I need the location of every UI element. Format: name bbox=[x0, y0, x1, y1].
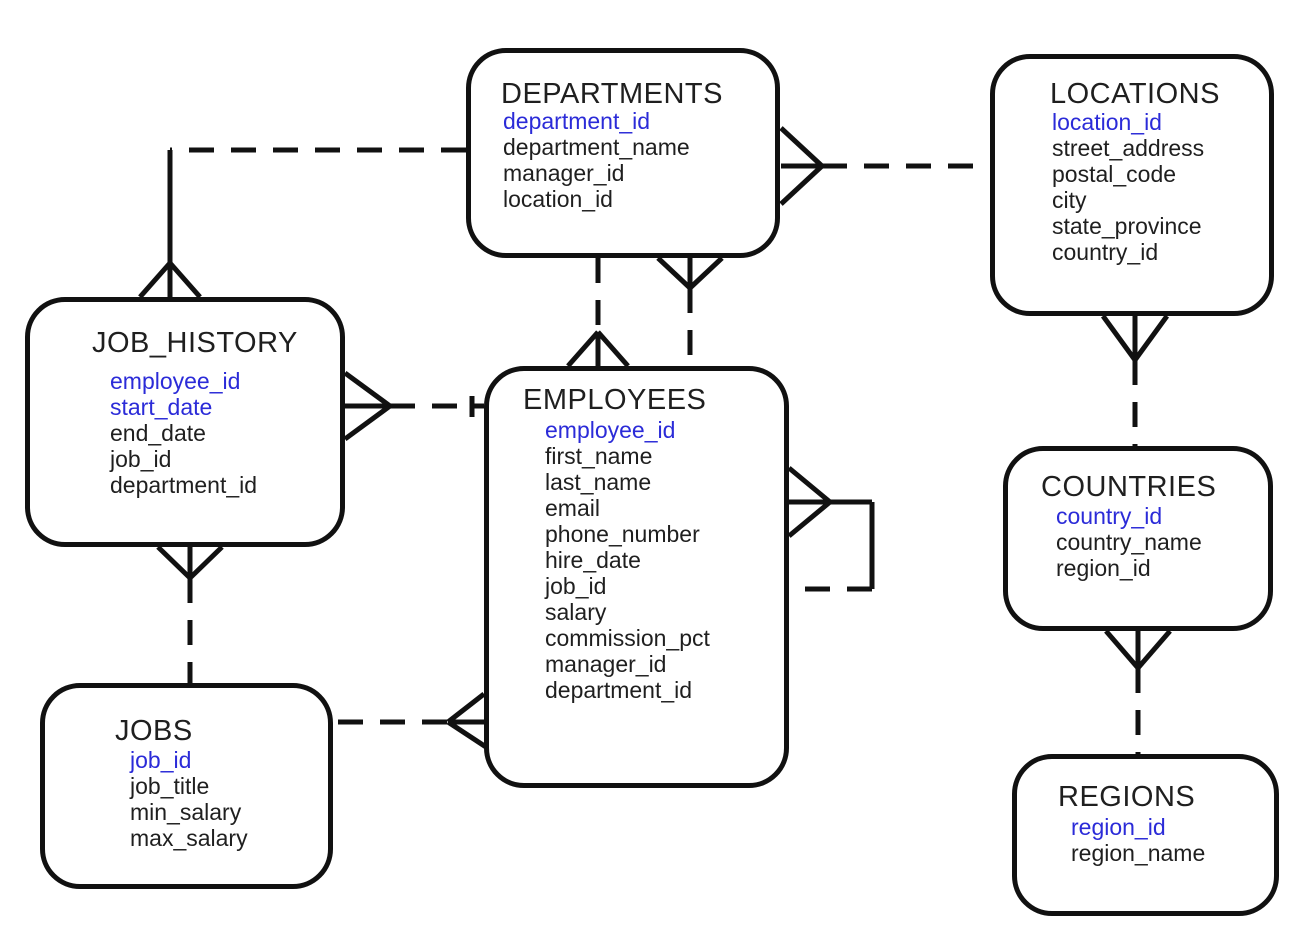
column-locations-city: city bbox=[1052, 187, 1087, 213]
column-departments-department_id: department_id bbox=[503, 108, 651, 134]
crows-foot-employees-end bbox=[566, 330, 630, 368]
column-job_history-job_id: job_id bbox=[110, 446, 172, 472]
crows-foot-job_history-end bbox=[138, 261, 202, 299]
column-job_history-end_date: end_date bbox=[110, 420, 206, 446]
column-departments-department_name: department_name bbox=[503, 134, 690, 160]
crows-foot-countries-end bbox=[1104, 629, 1172, 670]
column-locations-street_address: street_address bbox=[1052, 135, 1205, 161]
relationship-locations-countries bbox=[1100, 314, 1170, 446]
crows-foot-job_history-end bbox=[343, 370, 392, 442]
relationship-departments-locations bbox=[779, 126, 990, 206]
column-employees-first_name: first_name bbox=[545, 443, 653, 469]
entity-title-employees: EMPLOYEES bbox=[523, 384, 707, 416]
column-employees-email: email bbox=[545, 495, 600, 521]
column-employees-manager_id: manager_id bbox=[545, 651, 667, 677]
column-employees-employee_id: employee_id bbox=[545, 417, 676, 443]
column-departments-location_id: location_id bbox=[503, 186, 613, 212]
column-job_history-employee_id: employee_id bbox=[110, 368, 241, 394]
entity-title-countries: COUNTRIES bbox=[1041, 471, 1217, 503]
column-locations-country_id: country_id bbox=[1052, 239, 1159, 265]
column-countries-region_id: region_id bbox=[1056, 555, 1151, 581]
column-departments-manager_id: manager_id bbox=[503, 160, 625, 186]
column-employees-job_id: job_id bbox=[545, 573, 607, 599]
entity-title-regions: REGIONS bbox=[1058, 781, 1196, 813]
column-job_history-department_id: department_id bbox=[110, 472, 258, 498]
column-employees-salary: salary bbox=[545, 599, 607, 625]
column-jobs-job_id: job_id bbox=[130, 747, 192, 773]
relationship-departments-manager-employees bbox=[656, 256, 724, 366]
column-employees-last_name: last_name bbox=[545, 469, 652, 495]
crows-foot-job_history-end bbox=[156, 545, 224, 580]
column-locations-postal_code: postal_code bbox=[1052, 161, 1177, 187]
column-job_history-start_date: start_date bbox=[110, 394, 213, 420]
crows-foot-departments-end bbox=[656, 256, 724, 290]
column-countries-country_id: country_id bbox=[1056, 503, 1163, 529]
column-regions-region_id: region_id bbox=[1071, 814, 1166, 840]
column-employees-hire_date: hire_date bbox=[545, 547, 641, 573]
column-employees-department_id: department_id bbox=[545, 677, 693, 703]
relationship-job_history-jobs bbox=[156, 545, 224, 683]
column-countries-country_name: country_name bbox=[1056, 529, 1202, 555]
crows-foot-employees-end bbox=[787, 466, 832, 538]
entity-title-job_history: JOB_HISTORY bbox=[92, 327, 298, 359]
relationship-employees-manager-self bbox=[787, 466, 875, 592]
column-employees-phone_number: phone_number bbox=[545, 521, 700, 547]
relationship-job_history-departments bbox=[138, 147, 466, 299]
relationship-employees-jobs bbox=[338, 692, 488, 750]
column-locations-state_province: state_province bbox=[1052, 213, 1202, 239]
crows-foot-employees-end bbox=[446, 692, 488, 750]
crows-foot-departments-end bbox=[779, 126, 824, 206]
relationship-countries-regions bbox=[1104, 629, 1172, 754]
column-locations-location_id: location_id bbox=[1052, 109, 1162, 135]
entity-title-locations: LOCATIONS bbox=[1050, 78, 1220, 110]
column-jobs-job_title: job_title bbox=[130, 773, 210, 799]
crows-foot-locations-end bbox=[1100, 314, 1170, 362]
relationship-job_history-employees bbox=[343, 370, 484, 442]
relationship-employees-departments bbox=[566, 258, 630, 368]
column-regions-region_name: region_name bbox=[1071, 840, 1206, 866]
column-employees-commission_pct: commission_pct bbox=[545, 625, 710, 651]
column-jobs-min_salary: min_salary bbox=[130, 799, 242, 825]
entity-title-jobs: JOBS bbox=[115, 715, 193, 747]
entity-title-departments: DEPARTMENTS bbox=[501, 78, 723, 110]
column-jobs-max_salary: max_salary bbox=[130, 825, 248, 851]
